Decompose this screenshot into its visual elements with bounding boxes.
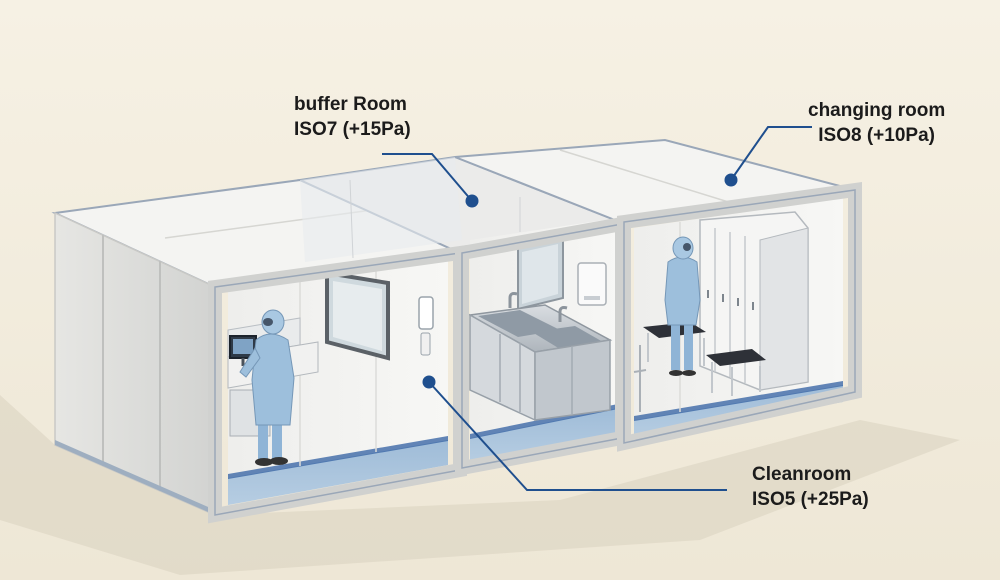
front-frames [208,181,862,524]
buffer-room-spec: ISO7 (+15Pa) [294,119,411,140]
ground-shadow [0,395,960,575]
leader-buffer [382,153,473,202]
marker-changing [724,173,738,187]
changing-room-name: changing room [808,100,946,121]
changing-room-interior [633,198,843,438]
buffer-room-name: buffer Room [294,94,407,115]
leader-changing [730,126,812,181]
label-cleanroom: Cleanroom ISO5 (+25Pa) [752,462,869,512]
leader-lines [382,126,812,491]
technician-changing [664,236,701,376]
cleanroom-name: Cleanroom [752,464,852,485]
buffer-room-interior [300,157,618,462]
label-buffer-room: buffer Room ISO7 (+15Pa) [294,92,411,142]
marker-cleanroom [422,375,436,389]
cleanroom-spec: ISO5 (+25Pa) [752,489,869,510]
leader-cleanroom [428,381,727,491]
changing-room-spec: ISO8 (+10Pa) [818,125,935,146]
label-changing-room: changing room ISO8 (+10Pa) [808,98,945,148]
technician-cleanroom [239,309,295,466]
cleanroom-interior [227,256,448,505]
marker-buffer [465,194,479,208]
